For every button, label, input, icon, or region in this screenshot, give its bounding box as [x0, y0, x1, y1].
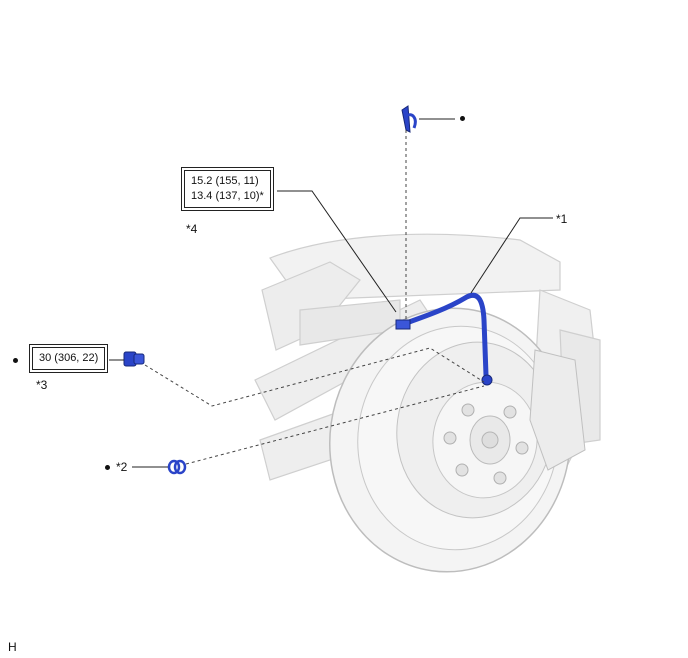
flare-nut-torque-box: 15.2 (155, 11) 13.4 (137, 10)* [181, 167, 274, 211]
brake-disc [329, 307, 571, 573]
union-bolt-torque-inner: 30 (306, 22) [32, 347, 106, 370]
brake-hose-part [395, 292, 493, 386]
flare-nut-torque-inner: 15.2 (155, 11) 13.4 (137, 10)* [184, 170, 271, 208]
alignment-lines [144, 130, 485, 465]
replace-dot-icon [105, 465, 110, 470]
callout-union-bolt-label: *3 [36, 378, 48, 392]
replace-dot-icon [460, 116, 465, 121]
flare-nut-torque-line1: 15.2 (155, 11) [191, 175, 259, 187]
caliper-outline [529, 349, 586, 471]
gasket-part [167, 459, 187, 475]
flare-nut-torque-line2: 13.4 (137, 10)* [191, 190, 264, 202]
callout-gasket-label: *2 [116, 460, 128, 474]
callout-hose-label: *1 [556, 212, 568, 226]
union-bolt-part [123, 351, 145, 367]
leader-lines [109, 118, 553, 468]
replace-dot-icon [13, 358, 18, 363]
union-bolt-torque-box: 30 (306, 22) [29, 344, 109, 373]
figure-code: H [8, 640, 17, 654]
hose-clip-part [401, 105, 417, 133]
callout-flare-nut-label: *4 [186, 222, 198, 236]
